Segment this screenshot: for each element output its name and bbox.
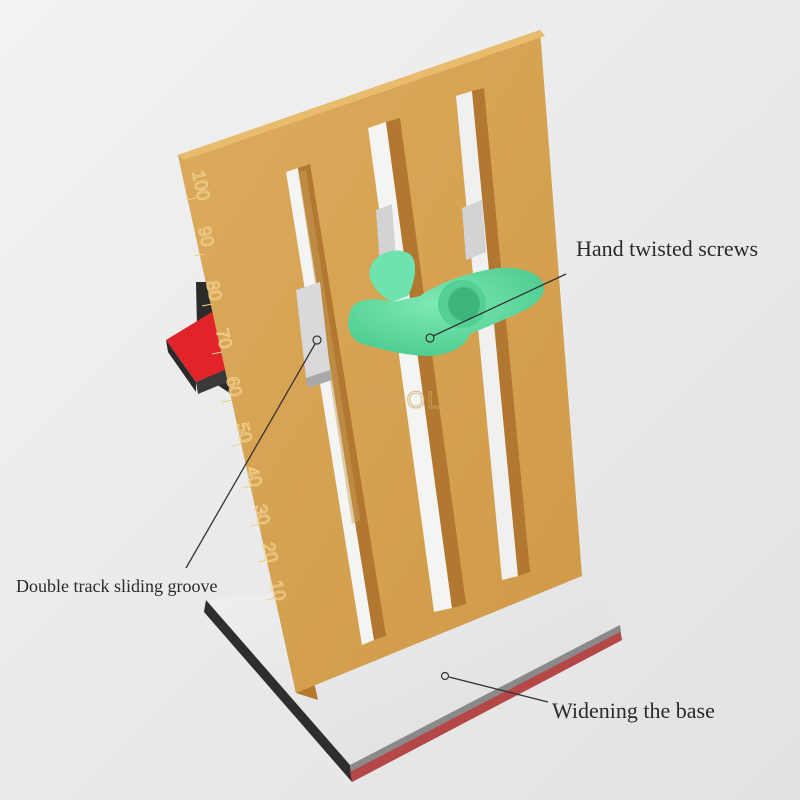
watermark: LTOOLS [356,387,460,414]
ruler-mark-80: 80 [202,279,226,303]
callout-hand-twisted-screws: Hand twisted screws [576,236,758,261]
slide-block-left [296,282,332,388]
callout-widening-the-base: Widening the base [552,698,715,723]
base-callout-dot [440,671,450,681]
screws-leader-line [432,273,567,337]
ruler-mark-60: 60 [222,375,246,399]
slide-block-right [376,200,486,266]
screws-callout-dot [425,333,435,343]
callout-lines [185,273,567,703]
callout-double-track-sliding-groove: Double track sliding groove [16,576,217,596]
board-top-edge [178,30,545,160]
groove-leader-line [185,343,316,569]
ruler-mark-50: 50 [232,421,256,445]
ruler-scale: 100 90 80 70 60 50 40 30 20 10 [185,168,290,603]
ruler-mark-70: 70 [212,327,236,351]
wing-knob [348,250,544,356]
ruler-mark-20: 20 [258,541,282,565]
ruler-mark-30: 30 [250,503,274,527]
ruler-mark-40: 40 [242,465,266,489]
ruler-mark-90: 90 [194,225,218,249]
groove-callout-dot [312,335,322,345]
base-leader-line [448,676,549,703]
ruler-mark-10: 10 [266,579,290,603]
